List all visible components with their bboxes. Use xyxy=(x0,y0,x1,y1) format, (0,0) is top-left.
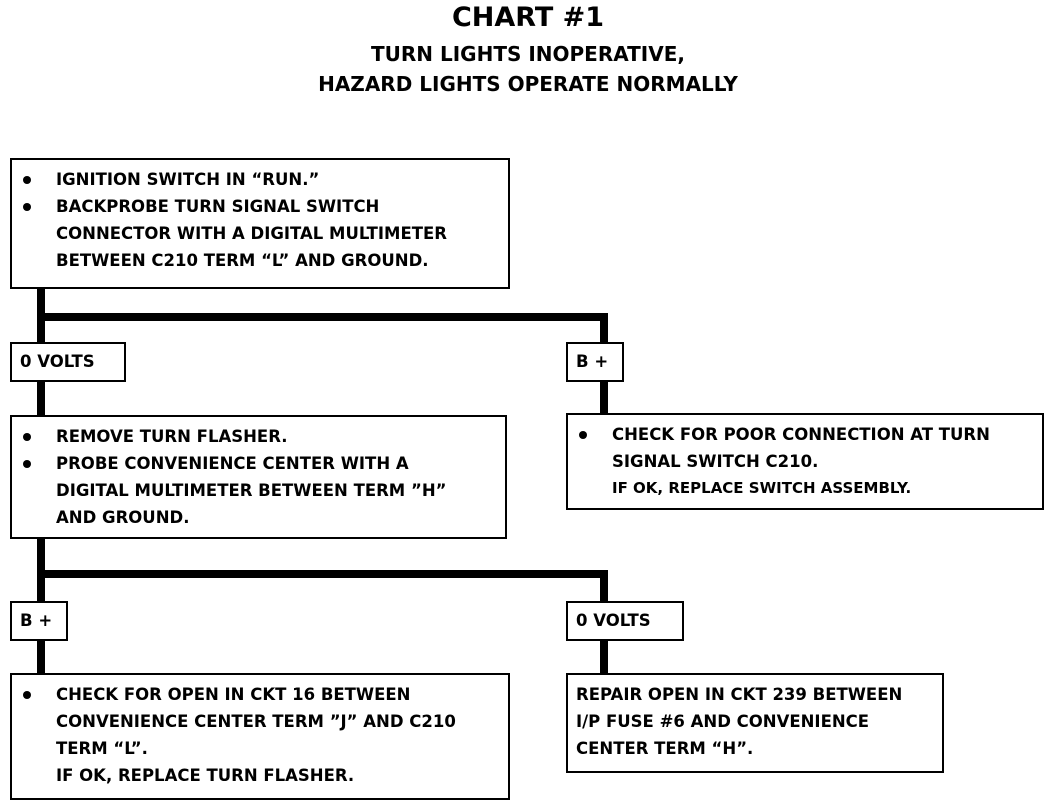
b-plus-label-2: B + xyxy=(10,601,68,641)
poor-connection-line-1: CHECK FOR POOR CONNECTION AT TURN xyxy=(579,421,1034,448)
connector-branch-2-right-down xyxy=(600,570,608,602)
poor-connection-line-3: IF OK, REPLACE SWITCH ASSEMBLY. xyxy=(612,479,912,497)
step2-bullet-1: REMOVE TURN FLASHER. xyxy=(23,423,497,450)
connector-branch-1-horizontal xyxy=(37,313,608,321)
connector-b-plus-2-down xyxy=(37,640,45,674)
connector-zero-volts-1-down xyxy=(37,380,45,416)
poor-connection-box: CHECK FOR POOR CONNECTION AT TURN SIGNAL… xyxy=(566,413,1044,510)
chart-subtitle-line-2: HAZARD LIGHTS OPERATE NORMALLY xyxy=(318,72,738,96)
open-ckt16-box: CHECK FOR OPEN IN CKT 16 BETWEEN CONVENI… xyxy=(10,673,510,800)
chart-title: CHART #1 xyxy=(451,2,605,33)
step1-bullet-1: IGNITION SWITCH IN “RUN.” xyxy=(23,166,500,193)
open-ckt239-line-1: REPAIR OPEN IN CKT 239 BETWEEN xyxy=(576,685,903,704)
open-ckt16-line-4: IF OK, REPLACE TURN FLASHER. xyxy=(56,766,355,785)
step1-bullet-2-line-2: CONNECTOR WITH A DIGITAL MULTIMETER xyxy=(56,224,447,243)
step2-box: REMOVE TURN FLASHER. PROBE CONVENIENCE C… xyxy=(10,415,507,539)
step2-bullet-2-line-3: AND GROUND. xyxy=(56,508,190,527)
open-ckt16-line-1: CHECK FOR OPEN IN CKT 16 BETWEEN xyxy=(23,681,500,708)
step1-box: IGNITION SWITCH IN “RUN.” BACKPROBE TURN… xyxy=(10,158,510,289)
connector-branch-1-right-down xyxy=(600,313,608,343)
open-ckt239-line-2: I/P FUSE #6 AND CONVENIENCE xyxy=(576,712,870,731)
zero-volts-label-2: 0 VOLTS xyxy=(566,601,684,641)
open-ckt16-line-2: CONVENIENCE CENTER TERM ”J” AND C210 xyxy=(56,712,456,731)
zero-volts-label-1: 0 VOLTS xyxy=(10,342,126,382)
step2-bullet-2-line-1: PROBE CONVENIENCE CENTER WITH A xyxy=(23,450,497,477)
open-ckt16-line-3: TERM “L”. xyxy=(56,739,148,758)
open-ckt239-box: REPAIR OPEN IN CKT 239 BETWEEN I/P FUSE … xyxy=(566,673,944,773)
connector-branch-2-horizontal xyxy=(37,570,608,578)
chart-subtitle-line-1: TURN LIGHTS INOPERATIVE, xyxy=(371,42,685,66)
connector-b-plus-1-down xyxy=(600,380,608,414)
open-ckt239-line-3: CENTER TERM “H”. xyxy=(576,739,754,758)
poor-connection-line-2: SIGNAL SWITCH C210. xyxy=(612,452,819,471)
connector-zero-volts-2-down xyxy=(600,640,608,674)
step1-bullet-2-line-1: BACKPROBE TURN SIGNAL SWITCH xyxy=(23,193,500,220)
step1-bullet-2-line-3: BETWEEN C210 TERM “L” AND GROUND. xyxy=(56,251,429,270)
b-plus-label-1: B + xyxy=(566,342,624,382)
step2-bullet-2-line-2: DIGITAL MULTIMETER BETWEEN TERM ”H” xyxy=(56,481,447,500)
